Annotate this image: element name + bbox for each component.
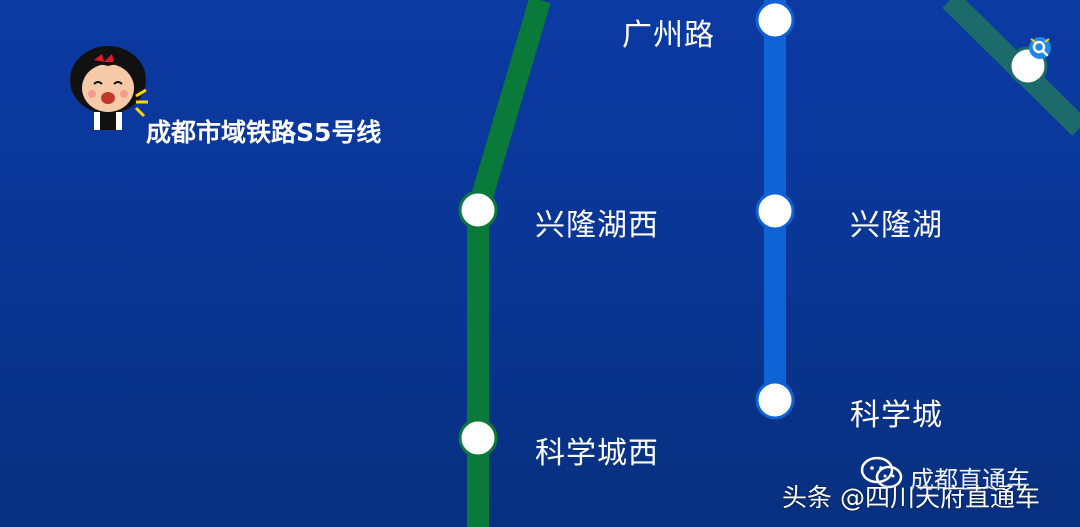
station-label-kexuecheng-west: 科学城西 [535,436,659,471]
toutiao-watermark-text: 头条 @四川天府直通车 [782,483,1040,512]
cartoon-avatar-icon [70,46,148,130]
station-label-xinglonghu-west: 兴隆湖西 [535,208,659,243]
station-node-kexuecheng[interactable] [755,380,795,420]
wechat-icon [860,456,903,489]
line-title: 成都市域铁路S5号线 [146,118,382,147]
station-label-kexuecheng: 科学城 [850,398,943,433]
station-node-xinglonghu-west[interactable] [458,190,498,230]
station-label-xinglonghu: 兴隆湖 [850,208,943,243]
wechat-watermark-text: 成都直通车 [910,466,1030,494]
station-label-guangzhoulu: 广州路 [622,18,715,53]
station-node-xinglonghu[interactable] [755,191,795,231]
station-node-kexuecheng-west[interactable] [458,418,498,458]
station-node-guangzhoulu[interactable] [755,0,795,40]
search-bubble-icon [1029,37,1051,59]
